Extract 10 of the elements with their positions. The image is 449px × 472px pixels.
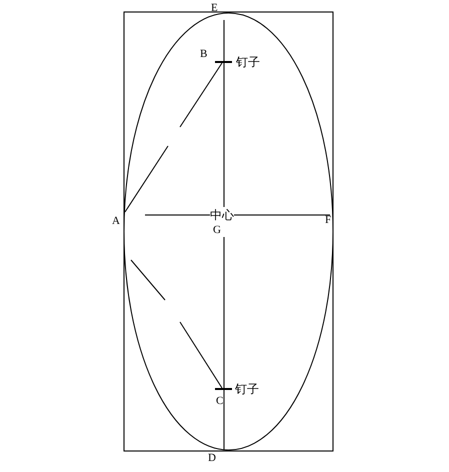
point-label: A	[112, 215, 120, 227]
center-label: 中心	[210, 208, 234, 222]
nail-label: 钉子	[235, 382, 259, 396]
point-label: D	[208, 452, 216, 464]
point-label: B	[200, 48, 208, 60]
point-label: E	[211, 2, 218, 14]
point-label: G	[213, 224, 221, 236]
nail-label: 钉子	[236, 55, 260, 69]
point-label: F	[325, 214, 332, 226]
point-label: C	[216, 395, 224, 407]
